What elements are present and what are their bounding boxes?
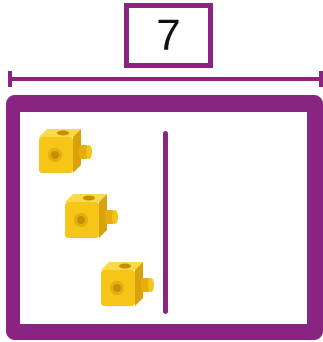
part-divider [163,131,168,314]
whole-bracket [8,71,323,87]
total-value: 7 [156,10,181,60]
linking-cube-icon [101,262,154,306]
total-box: 7 [124,3,213,68]
linking-cube-icon [39,129,92,173]
linking-cube-icon [65,194,118,238]
